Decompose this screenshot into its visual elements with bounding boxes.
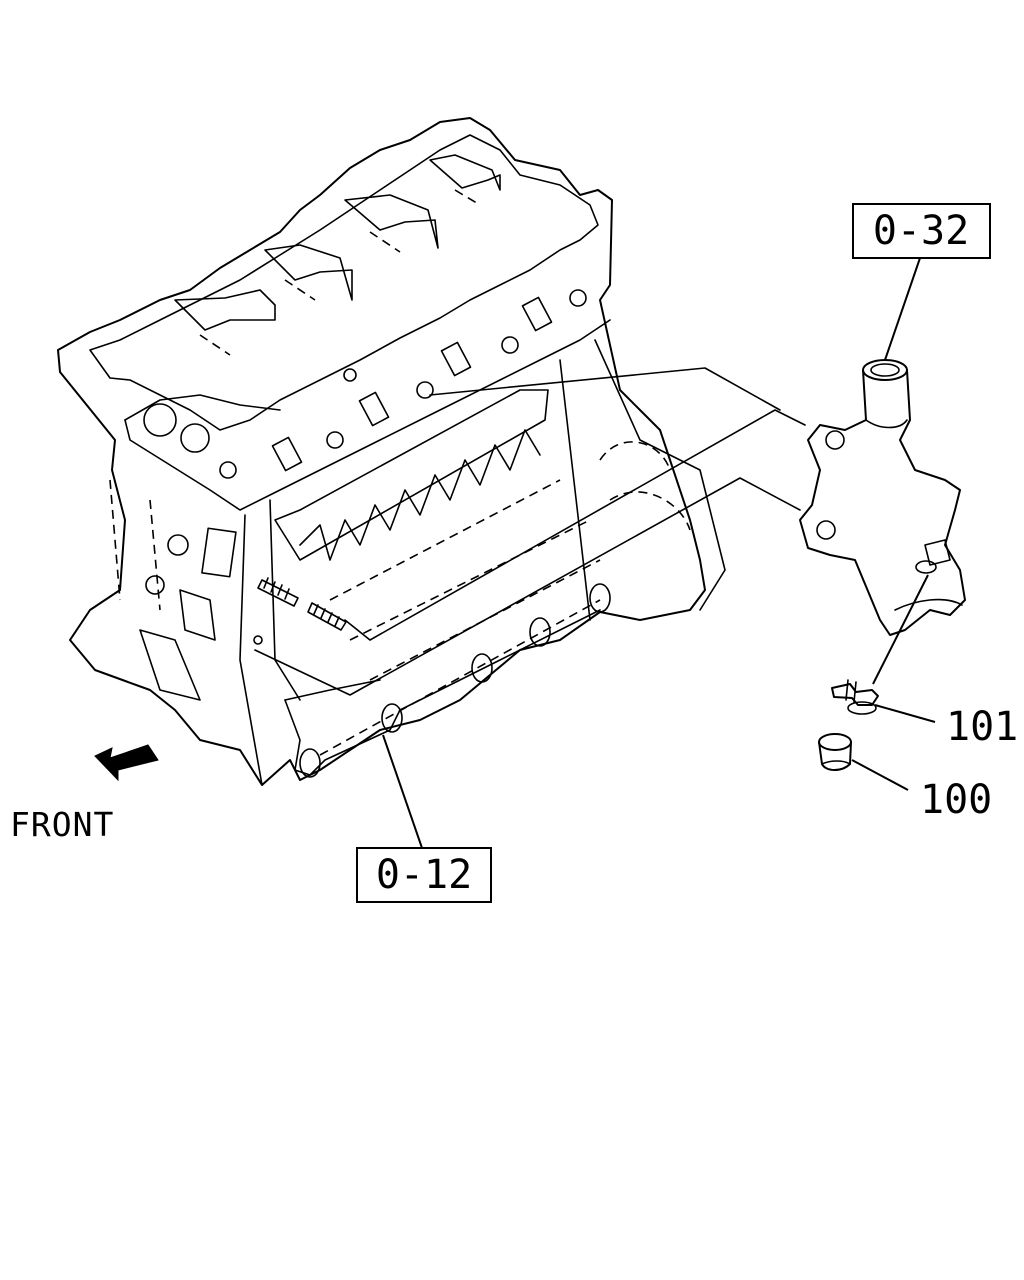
part-101-sensor-illustration	[831, 679, 879, 715]
thermostat-housing-illustration	[799, 359, 966, 636]
front-indicator: FRONT	[10, 744, 159, 844]
engine-block-illustration	[57, 117, 806, 786]
stud-bolt	[253, 577, 347, 645]
ref-label-0-32: 0-32	[873, 208, 969, 254]
ref-box-0-32[interactable]: 0-32	[852, 203, 991, 259]
callout-101: 101	[946, 704, 1018, 750]
leader-100	[851, 759, 909, 791]
leader-0-32	[884, 257, 921, 361]
ref-box-0-12[interactable]: 0-12	[356, 847, 492, 903]
callout-100: 100	[920, 777, 992, 823]
ref-label-0-12: 0-12	[376, 852, 472, 898]
front-arrow-icon	[94, 744, 159, 782]
front-label: FRONT	[10, 805, 114, 844]
leader-0-12	[382, 734, 423, 849]
part-100-sleeve-illustration	[818, 733, 852, 771]
leader-sensor-to-housing	[872, 574, 929, 685]
leader-101	[874, 704, 936, 723]
leader-lines	[382, 257, 936, 849]
